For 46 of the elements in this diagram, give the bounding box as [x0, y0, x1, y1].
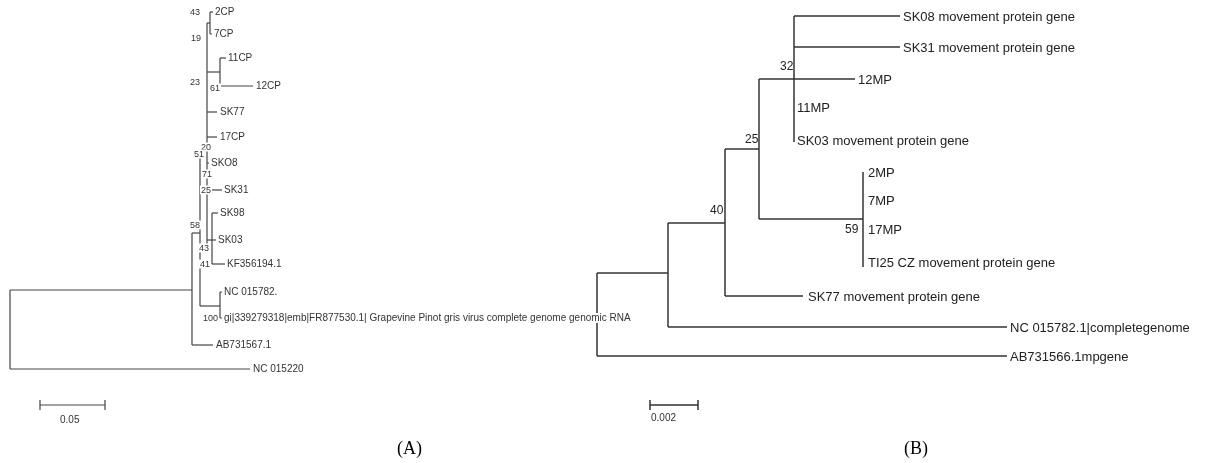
- leaf-label: SK31: [224, 185, 249, 195]
- leaf-label: 7MP: [868, 193, 895, 207]
- leaf-label: AB731567.1: [216, 340, 272, 350]
- leaf-label: 2MP: [868, 165, 895, 179]
- leaf-label: KF356194.1: [227, 259, 282, 269]
- leaf-label: gi|339279318|emb|FR877530.1| Grapevine Pinot gris virus complete genome genomic RNA: [224, 313, 631, 323]
- leaf-label: 17MP: [868, 222, 902, 236]
- leaf-label: SK77: [220, 107, 245, 117]
- leaf-label: SK98: [220, 208, 245, 218]
- bootstrap-value: 23: [189, 77, 201, 87]
- bootstrap-value: 25: [745, 133, 759, 145]
- bootstrap-value: 19: [190, 33, 202, 43]
- leaf-label: SK31 movement protein gene: [903, 40, 1075, 54]
- bootstrap-value: 43: [198, 243, 210, 253]
- leaf-label: 17CP: [220, 132, 245, 142]
- leaf-label: SK03 movement protein gene: [797, 133, 969, 147]
- leaf-label: 12MP: [858, 72, 892, 86]
- leaf-label: 7CP: [214, 29, 234, 39]
- leaf-label: SK77 movement protein gene: [808, 289, 980, 303]
- leaf-label: NC 015782.1|completegenome: [1010, 320, 1190, 334]
- leaf-label: AB731566.1mpgene: [1010, 349, 1129, 363]
- panel-label: (B): [904, 439, 928, 457]
- leaf-label: 12CP: [256, 81, 281, 91]
- bootstrap-value: 71: [201, 169, 213, 179]
- leaf-label: NC 015782.: [224, 287, 278, 297]
- bootstrap-value: 61: [209, 83, 221, 93]
- scale-label: 0.05: [60, 415, 80, 425]
- bootstrap-value: 58: [189, 220, 201, 230]
- leaf-label: 11CP: [228, 53, 253, 63]
- bootstrap-value: 41: [199, 259, 211, 269]
- bootstrap-value: 100: [202, 313, 220, 323]
- bootstrap-value: 51: [193, 149, 205, 159]
- scale-label: 0.002: [651, 413, 677, 423]
- bootstrap-value: 40: [710, 204, 724, 216]
- bootstrap-value: 43: [189, 7, 201, 17]
- leaf-label: SK03: [218, 235, 243, 245]
- leaf-label: 11MP: [797, 100, 830, 114]
- bootstrap-value: 25: [200, 185, 212, 195]
- panel-label: (A): [397, 439, 422, 457]
- leaf-label: TI25 CZ movement protein gene: [868, 255, 1056, 269]
- leaf-label: NC 015220: [253, 364, 304, 374]
- leaf-label: SK08 movement protein gene: [903, 9, 1075, 23]
- leaf-label: 2CP: [215, 7, 235, 17]
- leaf-label: SKO8: [211, 158, 238, 168]
- bootstrap-value: 32: [780, 60, 794, 72]
- bootstrap-value: 59: [845, 223, 859, 235]
